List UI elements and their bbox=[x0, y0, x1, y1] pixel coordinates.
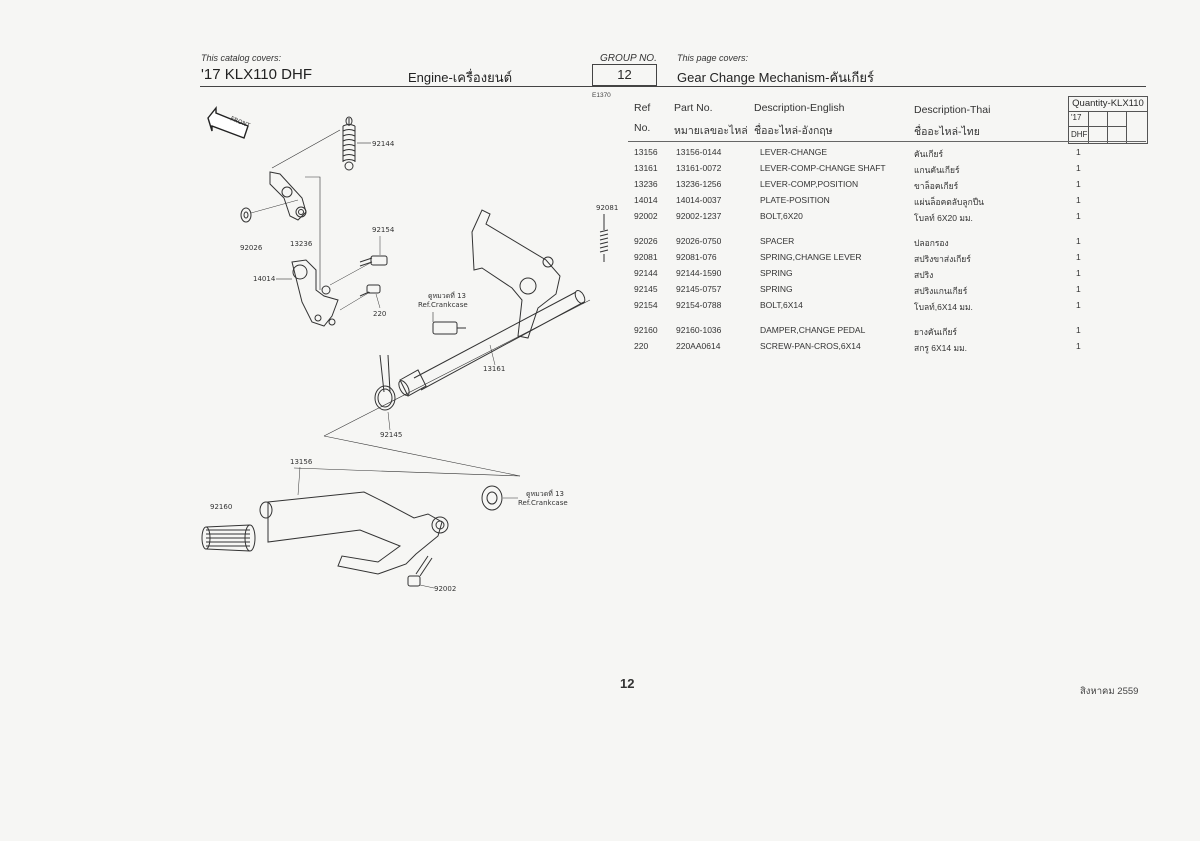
crankcase-pin bbox=[432, 312, 466, 335]
ref13b-th: ดูหมวดที่ 13 bbox=[526, 489, 564, 498]
callout-92145: 92145 bbox=[380, 431, 402, 439]
group-no-label: GROUP NO. bbox=[600, 53, 657, 64]
col-part-header: Part No. bbox=[674, 102, 713, 114]
ref13a-en: Ref.Crankcase bbox=[418, 301, 468, 309]
callout-13161: 13161 bbox=[483, 365, 505, 373]
plate-14014 bbox=[291, 259, 339, 327]
front-arrow-icon bbox=[207, 106, 249, 139]
quantity-model: DHF bbox=[1071, 130, 1088, 139]
callout-92144: 92144 bbox=[372, 140, 395, 148]
col-desc-en-header-th: ชื่ออะไหล่-อังกฤษ bbox=[754, 125, 833, 137]
crankcase-ring bbox=[481, 485, 503, 511]
quantity-title: Quantity-KLX110 bbox=[1069, 97, 1147, 112]
spring-92144 bbox=[342, 116, 356, 171]
callout-92154: 92154 bbox=[372, 226, 395, 234]
spring-92145 bbox=[374, 354, 396, 411]
callout-92002: 92002 bbox=[434, 585, 456, 593]
header-rule bbox=[200, 86, 1146, 87]
ref13a-th: ดูหมวดที่ 13 bbox=[428, 291, 466, 300]
page-number: 12 bbox=[620, 676, 635, 691]
change-shaft-arm bbox=[471, 209, 561, 339]
damper-92160 bbox=[201, 524, 256, 552]
callout-220: 220 bbox=[373, 310, 386, 318]
col-desc-th-header-th: ชื่ออะไหล่-ไทย bbox=[914, 126, 980, 138]
group-no-box: 12 bbox=[592, 64, 657, 86]
footer-date: สิงหาคม 2559 bbox=[1080, 686, 1139, 697]
callout-14014: 14014 bbox=[253, 275, 276, 283]
quantity-year: '17 bbox=[1071, 113, 1082, 122]
section-name: Engine-เครื่องยนต์ bbox=[408, 70, 513, 85]
col-ref-header: Ref bbox=[634, 102, 651, 114]
col-ref-header-2: No. bbox=[634, 122, 651, 134]
page-title: Gear Change Mechanism-คันเกียร์ bbox=[677, 70, 874, 85]
callout-13236: 13236 bbox=[290, 240, 313, 248]
callout-13156: 13156 bbox=[290, 458, 313, 466]
col-desc-en-header: Description-English bbox=[754, 102, 845, 114]
diagram-code: E1370 bbox=[592, 92, 611, 99]
spring-92081 bbox=[599, 214, 609, 262]
quantity-box: Quantity-KLX110 '17 DHF bbox=[1068, 96, 1148, 144]
bolt-92154 bbox=[359, 255, 388, 267]
callout-92081: 92081 bbox=[596, 204, 618, 212]
spacer-92026 bbox=[240, 207, 252, 223]
table-header-rule bbox=[628, 141, 1146, 142]
change-lever-13156 bbox=[259, 491, 449, 575]
catalog-covers-label: This catalog covers: bbox=[201, 53, 282, 63]
group-no: 12 bbox=[617, 67, 632, 82]
callout-92026: 92026 bbox=[240, 244, 263, 252]
position-lever-13236 bbox=[269, 171, 307, 221]
bolt-92002 bbox=[407, 555, 433, 587]
page-covers-label: This page covers: bbox=[677, 53, 749, 63]
col-part-header-th: หมายเลขอะไหล่ bbox=[674, 125, 748, 137]
screw-220 bbox=[359, 284, 381, 297]
callout-92160: 92160 bbox=[210, 503, 232, 511]
ref13b-en: Ref.Crankcase bbox=[518, 499, 568, 507]
col-desc-th-header: Description-Thai bbox=[914, 104, 991, 116]
model-name: '17 KLX110 DHF bbox=[201, 66, 312, 83]
